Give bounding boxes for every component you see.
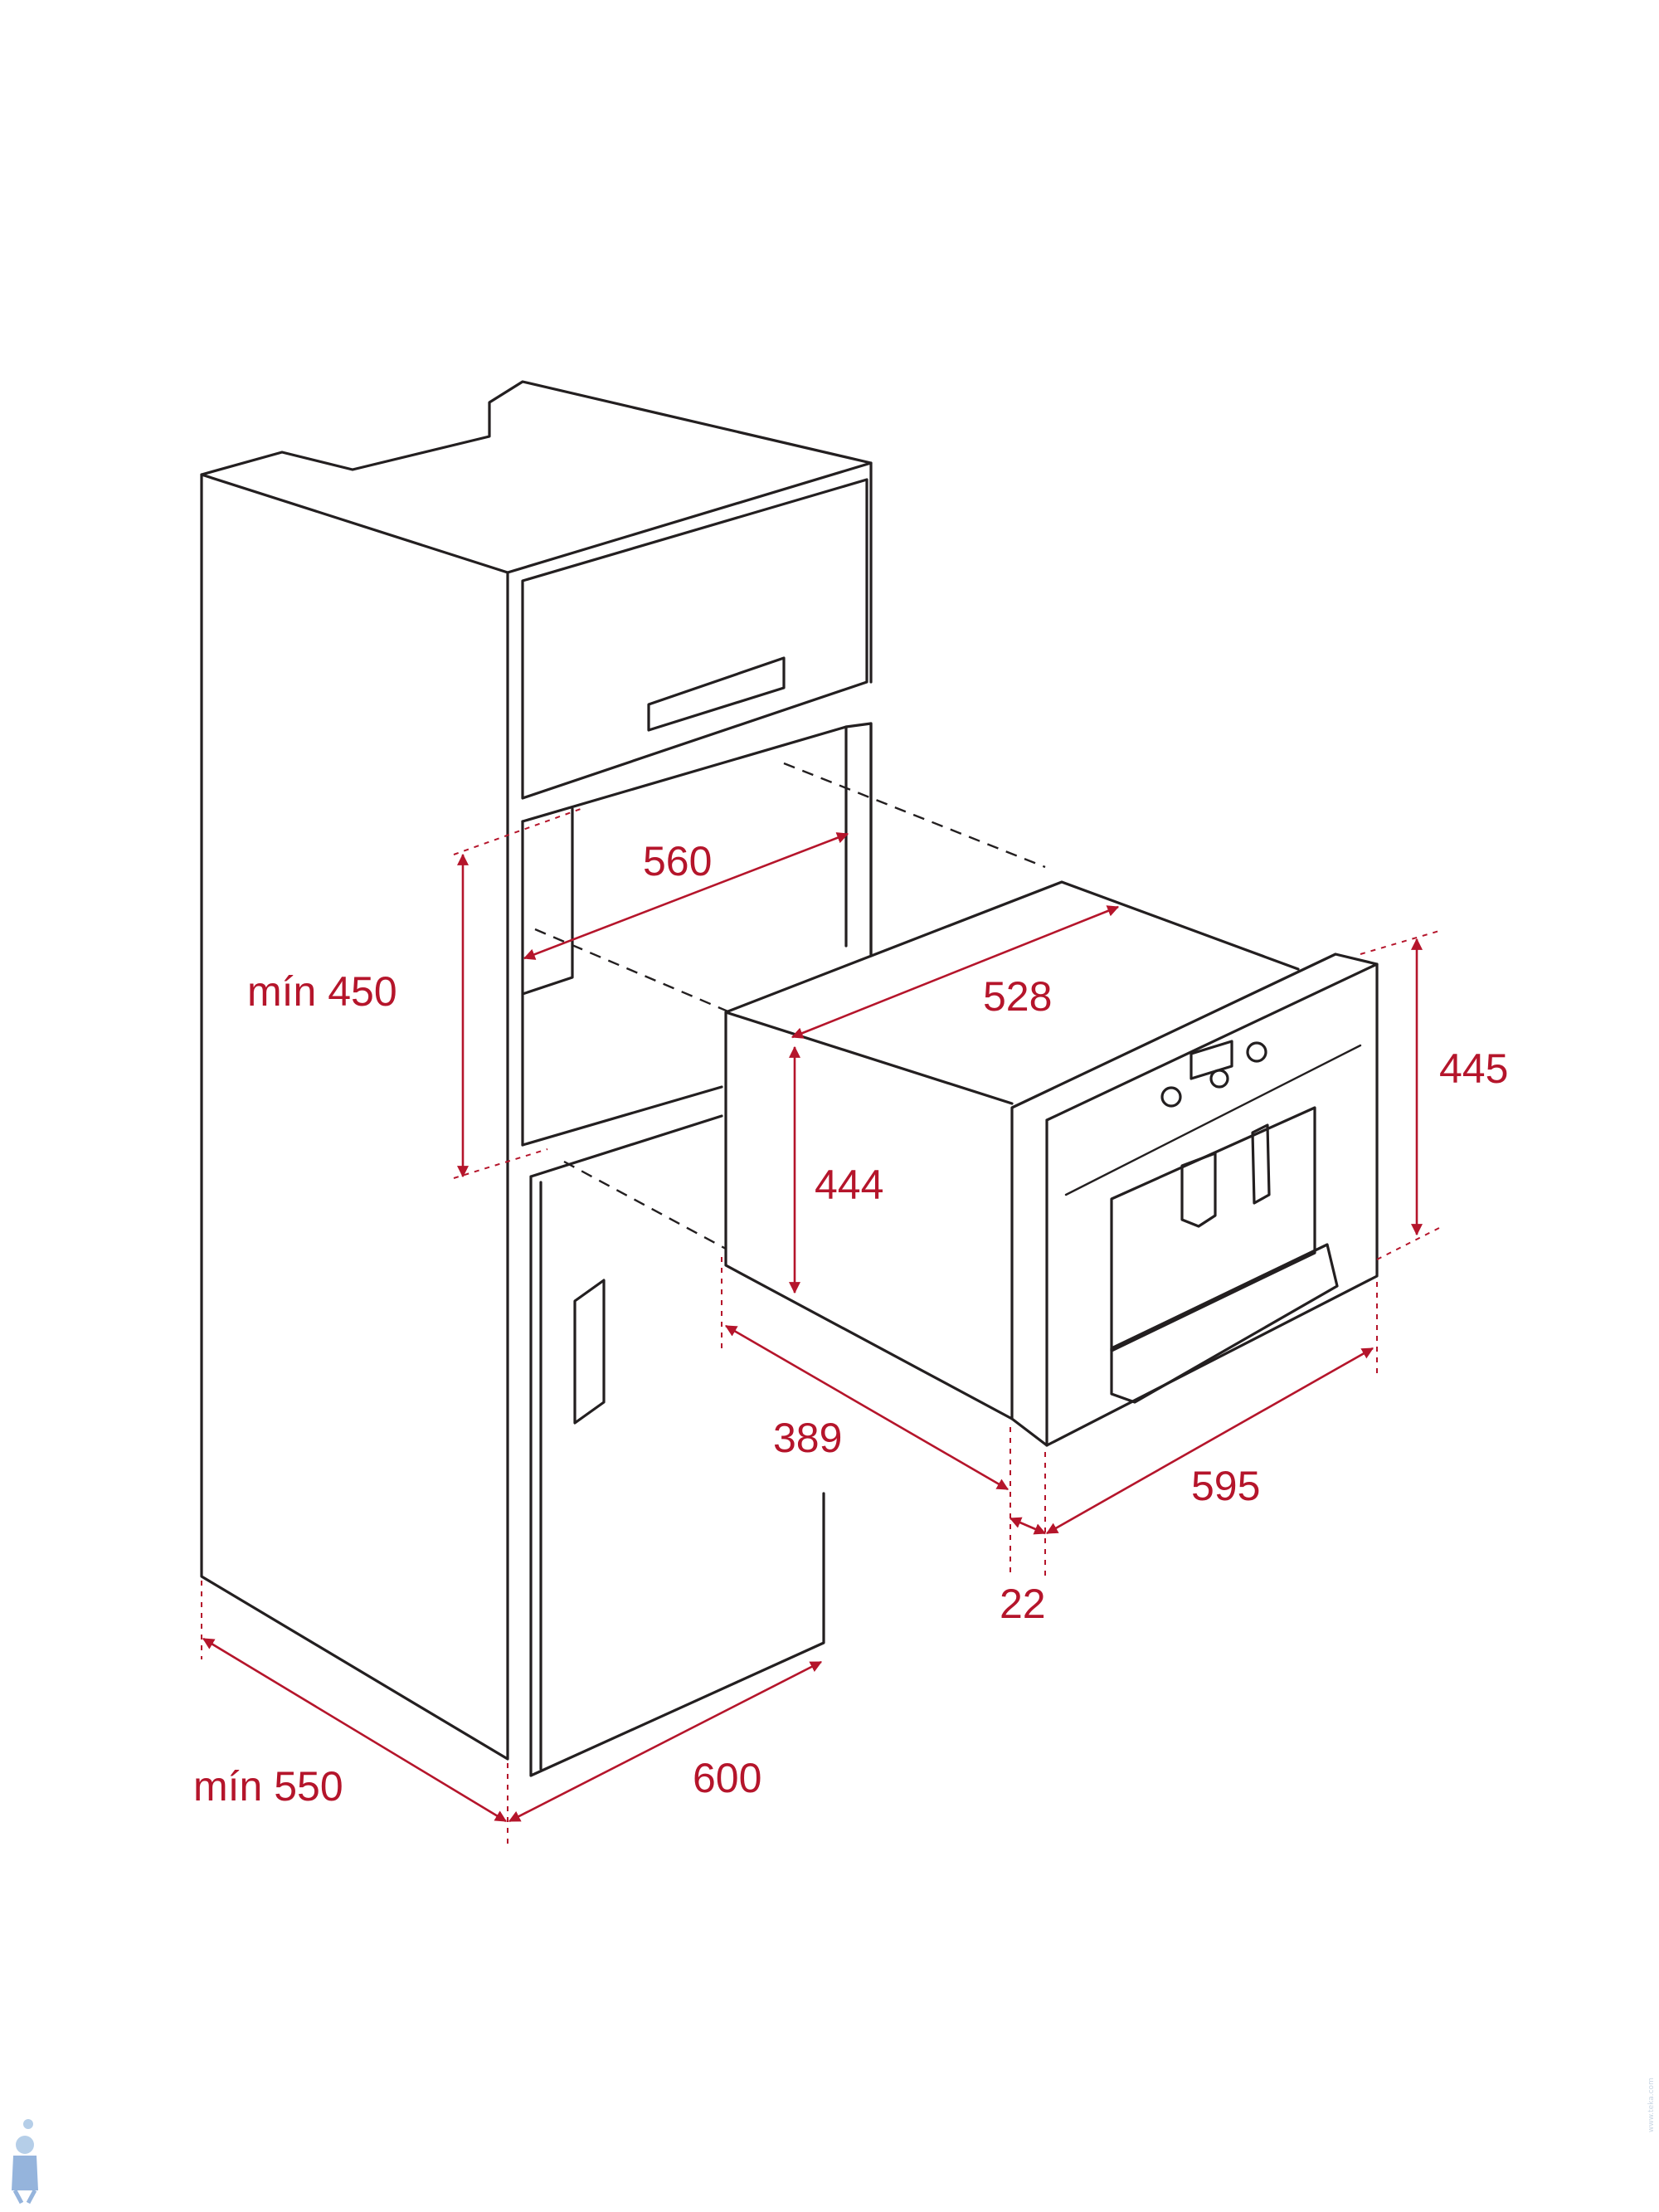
dim-line-528	[791, 905, 1120, 1039]
dim-line-600	[508, 1660, 823, 1823]
label-528: 528	[983, 973, 1052, 1020]
ext-line-450-top	[453, 808, 581, 855]
upper-drawer-handle	[647, 656, 786, 732]
control-knob-left	[1160, 1086, 1182, 1108]
machine-display	[1190, 1040, 1233, 1080]
dim-line-560	[523, 832, 849, 960]
dispenser-recess	[1110, 1106, 1316, 1352]
plumber-mascot-icon	[12, 2119, 38, 2205]
ext-line-450-bottom	[453, 1148, 548, 1179]
ext-line-445-bottom	[1376, 1227, 1440, 1260]
coffee-spout	[1180, 1152, 1217, 1228]
guide-line-bottom	[563, 1160, 727, 1250]
label-22: 22	[1000, 1581, 1046, 1627]
ext-line-445-top	[1360, 930, 1440, 955]
drip-tray	[1110, 1243, 1339, 1404]
control-knob-center	[1209, 1069, 1229, 1089]
label-600: 600	[693, 1755, 761, 1801]
niche-inner-right	[844, 722, 873, 956]
side-watermark-text: www.teka.com	[1647, 2078, 1656, 2132]
label-min-550: mín 550	[193, 1763, 343, 1810]
label-445: 445	[1439, 1045, 1508, 1092]
dim-line-595	[1045, 1347, 1374, 1535]
dim-line-389	[724, 1324, 1010, 1491]
cabinet-top-cutout	[200, 380, 873, 476]
label-min-450: mín 450	[247, 968, 397, 1015]
label-389: 389	[773, 1415, 842, 1461]
dimension-labels: 560 mín 450 528 444 445 389 595 22 mín 5…	[193, 838, 1508, 1810]
dim-line-550	[202, 1637, 507, 1823]
lower-door-handle	[573, 1279, 606, 1425]
guide-lines	[534, 762, 1046, 1250]
guide-line-middle	[534, 928, 731, 1014]
upper-drawer-front	[521, 478, 868, 800]
label-560: 560	[643, 838, 712, 884]
niche-shelf-top	[521, 1085, 723, 1147]
label-595: 595	[1191, 1463, 1260, 1509]
cabinet-side-panel	[200, 473, 509, 1761]
niche-inner-left	[521, 807, 574, 1147]
dimension-lines	[201, 808, 1440, 1849]
control-knob-right	[1246, 1041, 1267, 1063]
machine-front-panel	[1010, 953, 1379, 1447]
dim-line-22	[1009, 1517, 1047, 1535]
tall-cabinet	[200, 380, 873, 1777]
machine-control-line	[1064, 1044, 1362, 1196]
guide-line-top	[783, 762, 1046, 869]
label-444: 444	[815, 1162, 883, 1208]
milk-spout	[1251, 1123, 1271, 1205]
cabinet-top-front-edge	[506, 461, 873, 684]
